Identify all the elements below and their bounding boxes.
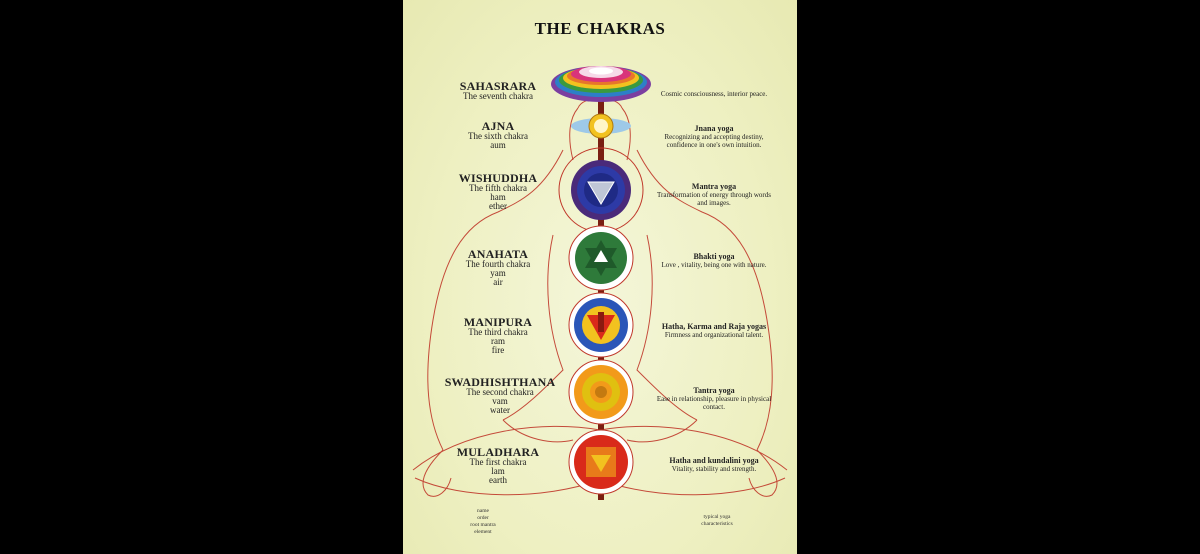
anahata-symbol [568, 225, 634, 291]
chakra-yoga: Bhakti yoga [693, 252, 735, 261]
legend-item: order [477, 515, 489, 521]
chakra-element: fire [491, 345, 505, 355]
chakra-mantra: ham [490, 192, 506, 202]
ajna-symbol [571, 113, 631, 139]
chakra-mantra: ram [491, 336, 505, 346]
chakra-name: MULADHARA [456, 445, 540, 459]
manipura-label: MANIPURA The third chakra ram fire [423, 316, 573, 355]
chakra-name: ANAHATA [467, 247, 529, 261]
chakra-order: The fourth chakra [465, 259, 531, 269]
chakra-mantra: yam [490, 268, 506, 278]
legend-left: name order root mantra element [463, 508, 503, 536]
swadhishthana-symbol [568, 359, 634, 425]
wishuddha-description: Mantra yoga Transformation of energy thr… [655, 182, 773, 207]
manipura-description: Hatha, Karma and Raja yogas Firmness and… [655, 322, 773, 339]
sahasrara-lotus [551, 66, 651, 102]
chakra-poster: THE CHAKRAS SAHASRARA The seventh chakra… [403, 0, 797, 554]
wishuddha-label: WISHUDDHA The fifth chakra ham ether [423, 172, 573, 211]
chakra-element: earth [489, 475, 507, 485]
chakra-characteristics: Transformation of energy through words a… [657, 191, 771, 207]
chakra-element: air [493, 277, 503, 287]
chakra-mantra: aum [490, 140, 506, 150]
chakra-mantra: lam [491, 466, 505, 476]
legend-item: characteristics [701, 521, 733, 527]
seated-figure-illustration [412, 66, 788, 500]
manipura-symbol [568, 292, 634, 358]
chakra-order: The fifth chakra [469, 183, 527, 193]
anahata-description: Bhakti yoga Love , vitality, being one w… [655, 252, 773, 269]
muladhara-description: Hatha and kundalini yoga Vitality, stabi… [655, 456, 773, 473]
chakra-characteristics: Recognizing and accepting destiny, confi… [664, 133, 764, 149]
legend-item: typical yoga [703, 514, 731, 520]
chakra-order: The seventh chakra [463, 91, 533, 101]
chakra-yoga: Jnana yoga [694, 124, 734, 133]
chakra-yoga: Hatha, Karma and Raja yogas [661, 322, 767, 331]
chakra-name: AJNA [481, 119, 515, 133]
muladhara-label: MULADHARA The first chakra lam earth [423, 446, 573, 485]
swadhishthana-label: SWADHISHTHANA The second chakra vam wate… [425, 376, 575, 415]
ajna-label: AJNA The sixth chakra aum [423, 120, 573, 150]
chakra-characteristics: Vitality, stability and strength. [671, 465, 757, 473]
chakra-order: The second chakra [466, 387, 534, 397]
ajna-description: Jnana yoga Recognizing and accepting des… [655, 124, 773, 149]
poster-title: THE CHAKRAS [534, 19, 666, 38]
chakra-yoga: Hatha and kundalini yoga [669, 456, 759, 465]
swadhishthana-description: Tantra yoga Ease in relationship, pleasu… [655, 386, 773, 411]
chakra-order: The first chakra [469, 457, 527, 467]
chakra-characteristics: Firmness and organizational talent. [664, 331, 764, 339]
anahata-label: ANAHATA The fourth chakra yam air [423, 248, 573, 287]
chakra-name: SWADHISHTHANA [444, 375, 556, 389]
chakra-yoga: Mantra yoga [691, 182, 737, 191]
legend-right: typical yoga characteristics [687, 514, 747, 528]
chakra-characteristics: Ease in relationship, pleasure in physic… [656, 395, 772, 411]
chakra-name: WISHUDDHA [458, 171, 538, 185]
chakra-name: MANIPURA [463, 315, 533, 329]
wishuddha-symbol [558, 147, 644, 233]
chakra-name: SAHASRARA [459, 79, 537, 93]
chakra-characteristics: Love , vitality, being one with nature. [661, 261, 767, 269]
chakra-mantra: vam [492, 396, 508, 406]
legend-item: name [477, 508, 489, 514]
legend-item: root mantra [470, 522, 496, 528]
chakra-element: ether [489, 201, 507, 211]
chakra-order: The sixth chakra [468, 131, 528, 141]
sahasrara-description: Cosmic consciousness, interior peace. [655, 90, 773, 98]
muladhara-symbol [568, 429, 634, 495]
chakra-element: water [490, 405, 510, 415]
legend-item: element [474, 529, 492, 535]
chakra-order: The third chakra [468, 327, 528, 337]
chakra-yoga: Tantra yoga [693, 386, 735, 395]
chakra-characteristics: Cosmic consciousness, interior peace. [660, 90, 768, 98]
sahasrara-label: SAHASRARA The seventh chakra [423, 80, 573, 101]
